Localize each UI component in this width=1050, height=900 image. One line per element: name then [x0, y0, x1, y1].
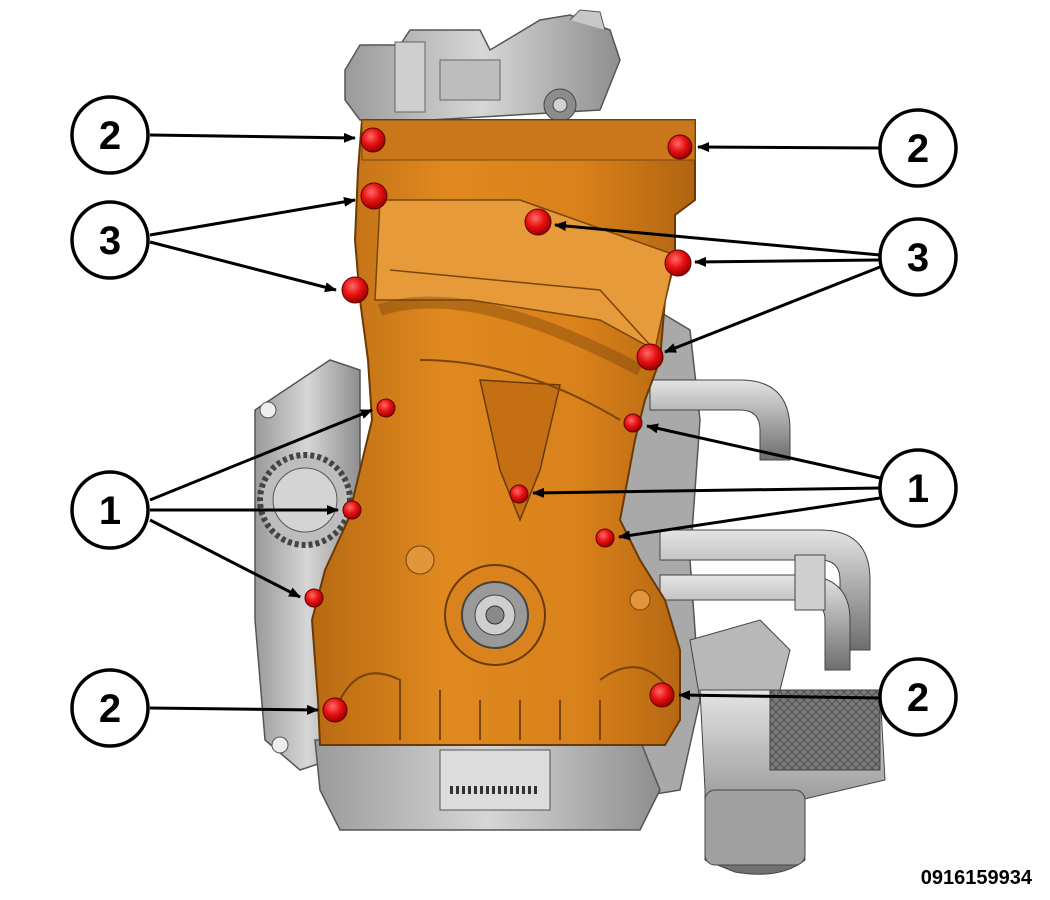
bolt-1-left-middle [342, 500, 362, 520]
callout-2-bottom-right: 2 [878, 657, 958, 737]
callout-label: 2 [907, 676, 929, 720]
bolt-3-left-upper [360, 182, 388, 210]
bolt-2-top-right [667, 134, 693, 160]
arrow-1-right-b [532, 486, 881, 498]
leader-arrows [149, 132, 886, 715]
arrow-1-left-c [149, 518, 301, 599]
arrow-1-right-c [618, 496, 881, 541]
callout-1-left: 1 [70, 470, 150, 550]
callout-label: 2 [99, 687, 121, 731]
callout-3-left: 3 [70, 200, 150, 280]
arrow-3-right-b [694, 256, 881, 267]
bolt-1-center [509, 484, 529, 504]
bolt-1-left-upper [376, 398, 396, 418]
arrow-3-left-b [149, 240, 337, 293]
arrow-3-left-a [149, 196, 356, 237]
callout-2-top-right: 2 [878, 108, 958, 188]
callout-label: 3 [99, 219, 121, 263]
bolt-1-right-upper [623, 413, 643, 433]
figure-number: 0916159934 [920, 867, 1032, 889]
callout-1-right: 1 [878, 448, 958, 528]
arrow-2-bottom-left [149, 704, 319, 715]
pipe-upper [649, 379, 791, 461]
arrow-1-right-a [646, 423, 881, 480]
callout-label: 3 [907, 236, 929, 280]
bolt-2-bottom-right [649, 682, 675, 708]
callout-label: 2 [907, 127, 929, 171]
bolt-2-top-left [360, 127, 386, 153]
callouts: 2 2 3 3 1 1 2 2 [70, 95, 958, 748]
callout-3-right: 3 [878, 217, 958, 297]
bolt-3-right-lower [636, 343, 664, 371]
callout-2-top-left: 2 [70, 95, 150, 175]
bolt-3-left-lower [341, 276, 369, 304]
oil-filter-base [689, 619, 791, 701]
arrow-3-right-c [664, 263, 886, 354]
arrow-2-top-right [697, 142, 881, 153]
arrow-2-bottom-right [678, 690, 881, 701]
upper-ridge [374, 199, 676, 352]
arrow-1-left-a [149, 408, 373, 502]
callout-label: 1 [907, 467, 929, 511]
bolt-1-left-lower [304, 588, 324, 608]
arrow-2-top-left [149, 132, 356, 143]
callout-2-bottom-left: 2 [70, 668, 150, 748]
bolt-2-bottom-left [322, 697, 348, 723]
bolts [304, 127, 693, 723]
arrow-3-right-a [554, 221, 881, 257]
bolt-3-center [524, 208, 552, 236]
timing-cover [310, 119, 696, 746]
callout-label: 2 [99, 114, 121, 158]
bolt-3-right-upper [664, 249, 692, 277]
bolt-1-right-lower [595, 528, 615, 548]
callout-label: 1 [99, 489, 121, 533]
